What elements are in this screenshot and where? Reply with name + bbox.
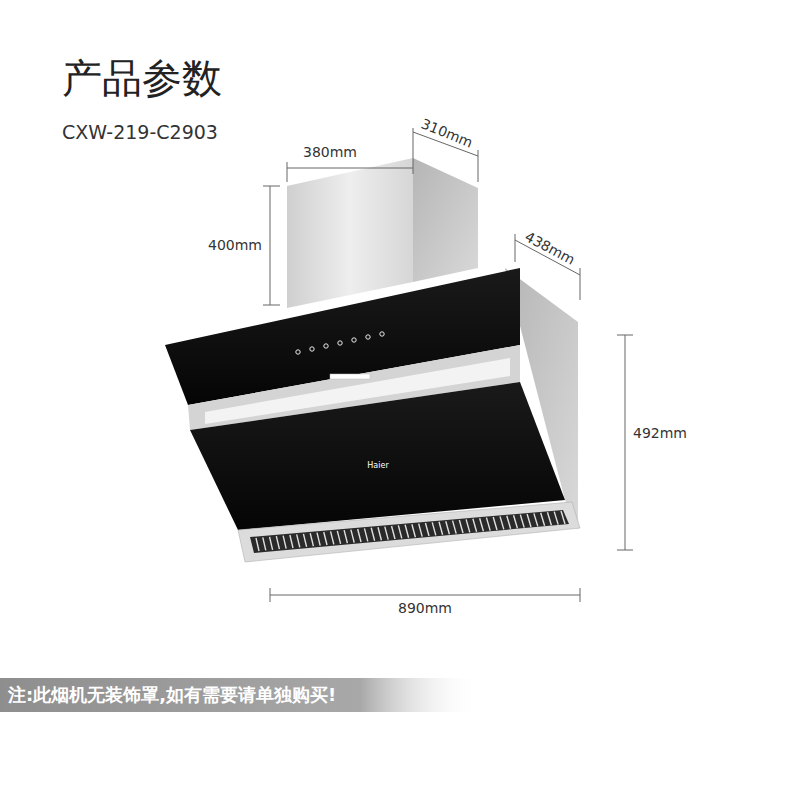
- grille-slat: [486, 518, 490, 531]
- grille-slat: [358, 529, 361, 542]
- grille-slat: [317, 533, 320, 546]
- grille-slat: [351, 530, 354, 543]
- grille-slat: [419, 524, 423, 537]
- grille-slat: [554, 512, 558, 525]
- chimney-side: [413, 158, 478, 282]
- grille-slat: [459, 520, 463, 533]
- grille-slat: [500, 516, 504, 529]
- grille-slat: [385, 527, 388, 540]
- grille-slat: [256, 538, 259, 551]
- grille-slat: [453, 521, 457, 534]
- grille-slat: [520, 515, 524, 528]
- grille-slat: [466, 519, 470, 532]
- grille-slat: [398, 525, 401, 538]
- light-bar: [330, 374, 370, 379]
- grille-slat: [473, 519, 477, 532]
- grille-slat: [561, 511, 565, 524]
- grille-slat: [324, 532, 327, 545]
- dimension-lines: [263, 128, 633, 602]
- dimension-label: 890mm: [398, 600, 452, 616]
- grille-slat: [480, 518, 484, 531]
- model-number: CXW-219-C2903: [62, 122, 218, 144]
- grille-slat: [446, 521, 450, 534]
- grille-slat: [337, 531, 340, 544]
- brand-logo: Haier: [367, 461, 388, 470]
- grille-slats: [256, 511, 565, 551]
- bottom-frame: [238, 502, 580, 562]
- grille-slat: [283, 536, 286, 549]
- grille-slat: [371, 528, 374, 541]
- grille-slat: [290, 535, 293, 548]
- dimension-label: 400mm: [208, 237, 262, 253]
- grille-slat: [276, 536, 279, 549]
- grille-slat: [364, 528, 367, 541]
- grille-slat: [439, 522, 443, 535]
- grille-slat: [344, 530, 347, 543]
- page-title: 产品参数: [62, 55, 222, 101]
- grille-slat: [412, 524, 416, 537]
- grille-slat: [507, 516, 511, 529]
- grille-slat: [493, 517, 497, 530]
- dimension-label: 438mm: [522, 228, 577, 268]
- dimension-label: 380mm: [303, 144, 357, 160]
- note-bar: [0, 678, 480, 712]
- grille-slat: [392, 526, 395, 539]
- chimney-front: [287, 158, 413, 308]
- grille-slat: [378, 527, 381, 540]
- grille-slat: [331, 531, 334, 544]
- note-text: 注:此烟机无装饰罩,如有需要请单独购买!: [8, 685, 336, 706]
- grille-slat: [534, 513, 538, 526]
- grille-slat: [310, 533, 313, 546]
- grille: [250, 510, 569, 553]
- grille-slat: [297, 534, 300, 547]
- grille-slat: [514, 515, 518, 528]
- control-icons: [296, 332, 384, 354]
- grille-slat: [547, 512, 551, 525]
- dimension-label: 492mm: [633, 425, 687, 441]
- grille-slat: [263, 537, 266, 550]
- grille-slat: [541, 513, 545, 526]
- grille-slat: [270, 537, 273, 550]
- grille-slat: [432, 522, 436, 535]
- grille-slat: [527, 514, 531, 527]
- grille-slat: [425, 523, 429, 536]
- grille-slat: [303, 534, 306, 547]
- dimension-label: 310mm: [419, 115, 475, 150]
- grille-slat: [405, 525, 408, 538]
